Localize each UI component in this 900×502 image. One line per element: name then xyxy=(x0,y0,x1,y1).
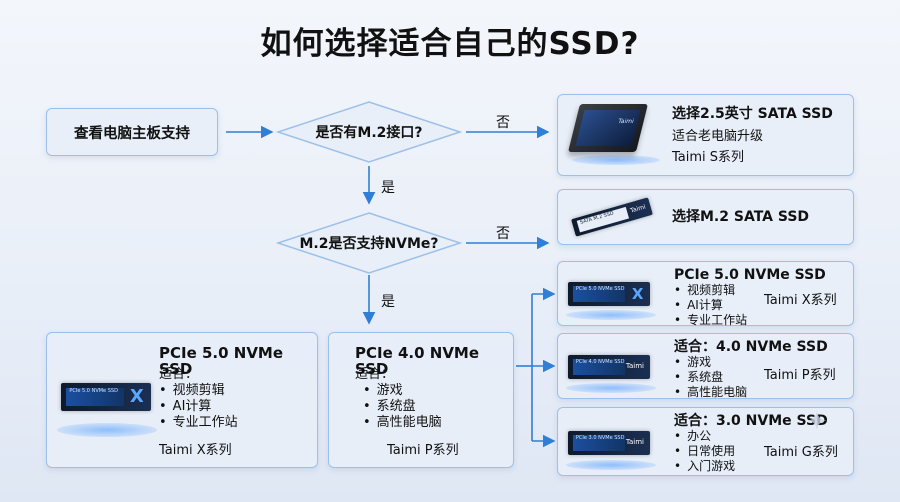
pcie4-ssd-image: PCIe 4.0 NVMe SSD Taimi xyxy=(568,355,650,379)
m2sata-title: 选择M.2 SATA SSD xyxy=(672,209,810,225)
sata-sub: 适合老电脑升级 xyxy=(672,129,764,144)
sata-title: 选择2.5英寸 SATA SSD xyxy=(672,106,833,122)
pcie5-big-bullets: 视频剪辑 AI计算 专业工作站 xyxy=(159,383,238,431)
label-no-1: 否 xyxy=(496,115,510,131)
pcie5-big-fit: 适合： xyxy=(159,367,199,382)
result-pcie4-small: PCIe 4.0 NVMe SSD Taimi 适合：4.0 NVMe SSD … xyxy=(557,333,854,399)
pcie4-big-fit: 适合： xyxy=(355,367,395,382)
sata-series: Taimi S系列 xyxy=(672,150,745,165)
pcie4-big-bullets: 游戏 系统盘 高性能电脑 xyxy=(363,383,442,431)
pcie5-big-series: Taimi X系列 xyxy=(159,443,232,458)
start-node: 查看电脑主板支持 xyxy=(46,108,218,156)
result-pcie3-small: PCIe 3.0 NVMe SSD Taimi 适合：3.0 NVMe SSD … xyxy=(557,407,854,476)
decision-m2-interface: 是否有M.2接口? xyxy=(276,100,462,164)
sata-ssd-image: Taimi xyxy=(568,104,648,152)
pcie4-big-series: Taimi P系列 xyxy=(387,443,459,458)
page-title: 如何选择适合自己的SSD? xyxy=(260,26,640,62)
sparkle-icon: ✦ xyxy=(806,407,828,437)
pcie4-small-bullets: 游戏 系统盘 高性能电脑 xyxy=(674,355,747,400)
pcie3-ssd-image: PCIe 3.0 NVMe SSD Taimi xyxy=(568,431,650,455)
pcie4-big-title: PCIe 4.0 NVMe SSD xyxy=(355,344,480,378)
label-yes-1: 是 xyxy=(381,180,395,196)
label-no-2: 否 xyxy=(496,226,510,242)
card-pcie4: PCIe 4.0 NVMe SSD 适合： 游戏 系统盘 高性能电脑 Taimi… xyxy=(328,332,514,468)
pcie3-small-title: 适合：3.0 NVMe SSD xyxy=(674,413,828,429)
pcie5-small-title: PCIe 5.0 NVMe SSD xyxy=(674,267,826,283)
pcie5-big-title: PCIe 5.0 NVMe SSD xyxy=(159,344,284,378)
decision-m2-label: 是否有M.2接口? xyxy=(315,125,423,141)
decision-nvme-label: M.2是否支持NVMe? xyxy=(299,236,439,252)
label-yes-2: 是 xyxy=(381,294,395,310)
pcie3-small-series: Taimi G系列 xyxy=(764,445,838,460)
decision-nvme-support: M.2是否支持NVMe? xyxy=(276,211,462,275)
pcie3-small-bullets: 办公 日常使用 入门游戏 xyxy=(674,429,735,474)
pcie4-small-title: 适合：4.0 NVMe SSD xyxy=(674,339,828,355)
pcie5-small-series: Taimi X系列 xyxy=(764,293,837,308)
pcie5-small-bullets: 视频剪辑 AI计算 专业工作站 xyxy=(674,283,747,328)
start-label: 查看电脑主板支持 xyxy=(74,125,190,142)
pcie4-small-series: Taimi P系列 xyxy=(764,368,836,383)
